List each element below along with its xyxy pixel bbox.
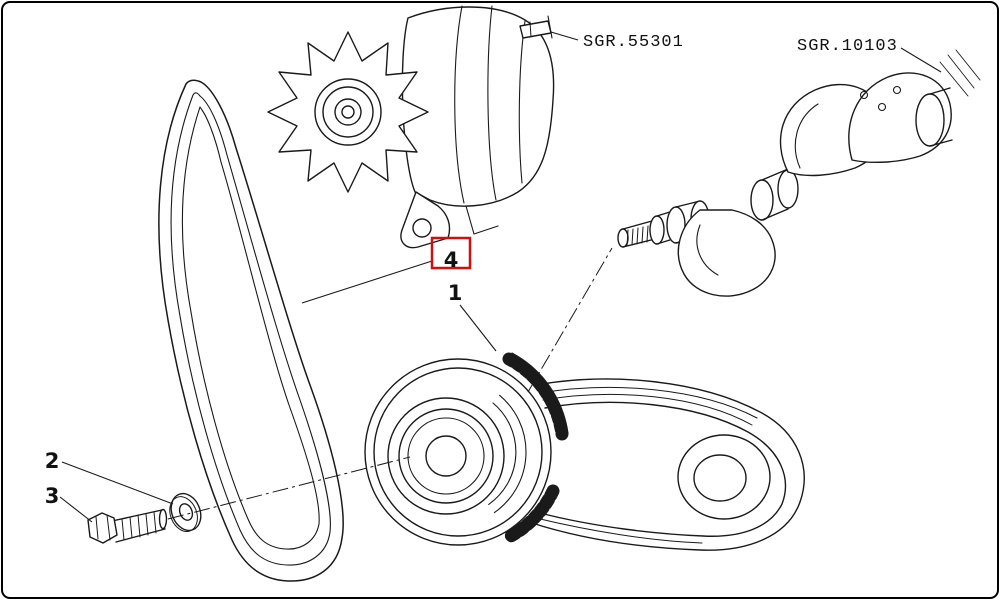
- callout-4-belt[interactable]: 4: [444, 248, 459, 272]
- alternator-pulley: [314, 78, 382, 146]
- alternator-ref-label[interactable]: SGR.55301: [583, 33, 684, 52]
- pulley-timing-teeth: [502, 352, 569, 544]
- callout-1-pulley[interactable]: 1: [448, 281, 463, 305]
- bolt-drawing: [87, 508, 168, 544]
- alternator-terminal: [519, 15, 553, 39]
- callout-2-washer[interactable]: 2: [45, 449, 60, 473]
- pulley-drawing: [364, 352, 569, 546]
- alternator-drawing: [267, 5, 555, 249]
- leader-line-crankshaft-ref: [900, 47, 942, 73]
- v-belt-drawing: [158, 79, 344, 582]
- assembly-centerlines: [167, 247, 613, 520]
- aux-belt-drawing: [531, 378, 805, 551]
- highlight-box: [430, 236, 472, 270]
- leader-line-alternator-ref: [550, 31, 579, 41]
- crankshaft-drawing: [617, 49, 981, 297]
- washer-drawing: [169, 492, 202, 532]
- crankshaft-ref-label[interactable]: SGR.10103: [797, 37, 898, 56]
- leader-line-3: [59, 496, 93, 523]
- callout-3-bolt[interactable]: 3: [45, 484, 60, 508]
- leader-line-4: [301, 260, 433, 304]
- leader-line-1: [459, 304, 497, 352]
- alternator-bracket: [400, 191, 499, 249]
- crankshaft-flange: [915, 49, 981, 147]
- leader-line-2: [61, 461, 174, 505]
